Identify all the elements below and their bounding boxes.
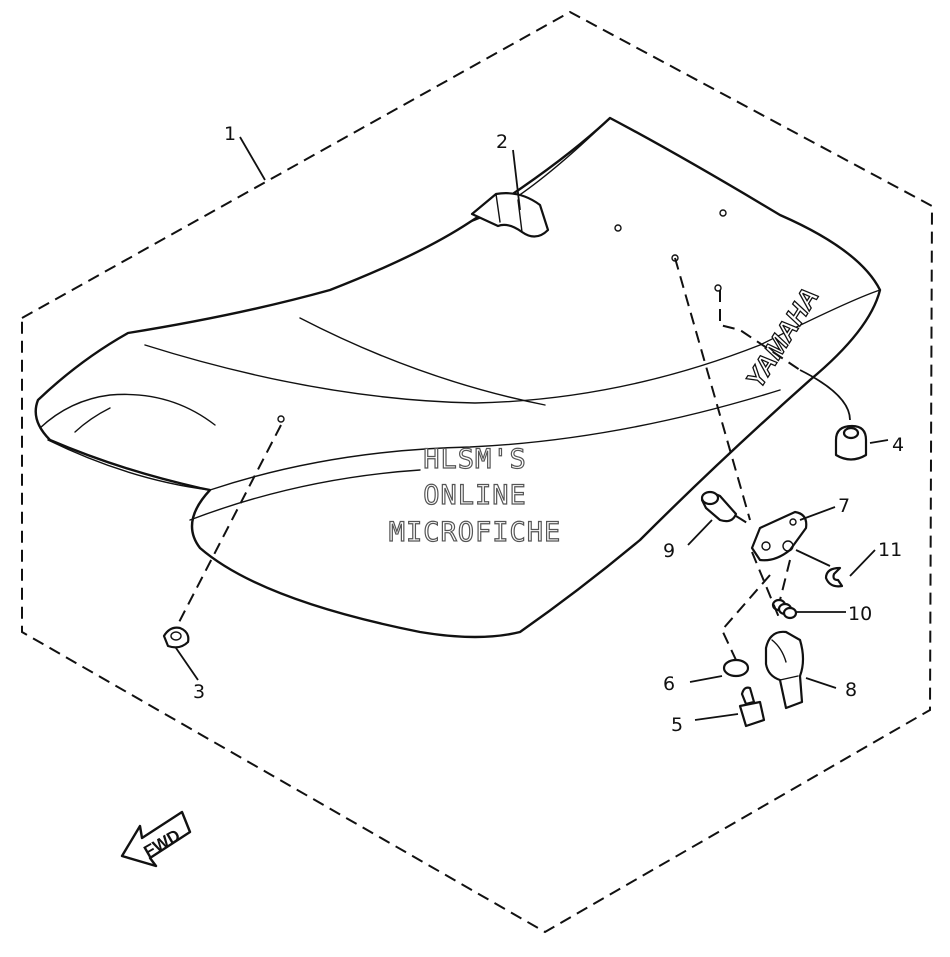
- fwd-arrow: FWD: [120, 810, 192, 868]
- part-3-grommet: [162, 626, 190, 649]
- part-2-clip: [470, 192, 550, 238]
- guide-line-grommet: [175, 424, 282, 629]
- part-11-clip: [824, 566, 844, 588]
- watermark-line-3: MICROFICHE: [389, 517, 562, 548]
- part-10-spring: [771, 598, 798, 620]
- part-8-hook: [764, 630, 805, 710]
- callout-4: 4: [892, 434, 904, 456]
- part-4-damper: [834, 424, 868, 461]
- guide-line-hook: [674, 257, 791, 621]
- callout-8: 8: [845, 679, 857, 701]
- callout-11: 11: [878, 539, 902, 561]
- fwd-label: FWD: [141, 826, 184, 862]
- watermark: HLSM'S ONLINE MICROFICHE: [388, 443, 562, 548]
- guide-line-bolt: [735, 515, 753, 527]
- callout-3: 3: [193, 681, 205, 703]
- watermark-line-1: HLSM'S: [423, 444, 527, 475]
- callout-5: 5: [671, 714, 683, 736]
- callout-6: 6: [663, 673, 675, 695]
- callout-7: 7: [838, 495, 850, 517]
- part-7-plate: [750, 510, 808, 562]
- callout-2: 2: [496, 131, 508, 153]
- part-5-nut: [738, 686, 766, 728]
- callout-1: 1: [224, 123, 236, 145]
- callout-10: 10: [848, 603, 872, 625]
- part-9-bolt: [700, 490, 738, 523]
- watermark-line-2: ONLINE: [423, 480, 527, 511]
- guide-line-damper: [719, 290, 801, 371]
- callout-9: 9: [663, 540, 675, 562]
- leader-lines: [175, 136, 889, 721]
- guide-line-washer: [720, 574, 771, 661]
- assembly-boundary: [21, 10, 934, 934]
- part-6-washer: [722, 658, 750, 678]
